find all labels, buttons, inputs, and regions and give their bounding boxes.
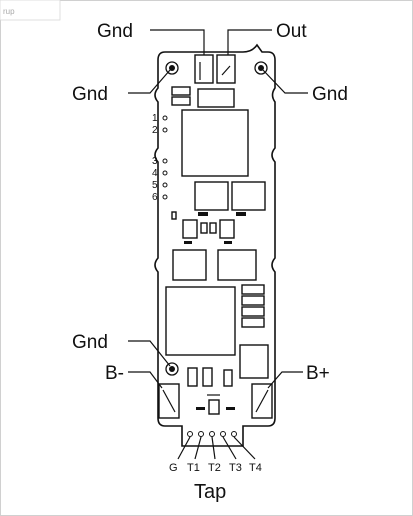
smd-resistor-2: [171, 96, 191, 106]
b-plus-pad-mark: [255, 389, 269, 413]
mount-hole-top-right-core: [258, 65, 264, 71]
tiny-part-2: [200, 222, 208, 234]
corner-tag: rup: [3, 7, 15, 16]
label-out: Out: [276, 21, 307, 42]
tap-connector: [177, 431, 256, 460]
leader-b-minus: [128, 371, 163, 389]
tap-leader-t2: [211, 436, 216, 460]
leader-gnd-bottom: [128, 340, 171, 367]
small-cap-4: [224, 241, 232, 244]
small-cap-3: [184, 241, 192, 244]
resistor-stack-2: [241, 295, 265, 306]
leader-b-plus: [267, 371, 303, 389]
tap-leader-g: [177, 436, 191, 460]
mount-hole-top-left-core: [169, 65, 175, 71]
cell-dot-4: [162, 170, 168, 176]
tap-pin-t4: [231, 431, 237, 437]
mosfet-low-right: [217, 249, 257, 281]
small-cap-2: [236, 212, 246, 216]
tap-pin-t1: [198, 431, 204, 437]
cell-number-1: 1: [152, 113, 158, 124]
board-outline: [154, 43, 276, 447]
protection-ic: [181, 109, 249, 177]
leader-gnd-top: [150, 29, 205, 55]
mosfet-mid-right: [231, 181, 266, 211]
out-pad-mark: [221, 65, 231, 76]
cell-dot-3: [162, 158, 168, 164]
diode-1: [187, 367, 198, 387]
label-tap: Tap: [194, 481, 226, 503]
mount-hole-bottom-core: [169, 366, 175, 372]
diode-3: [223, 369, 233, 387]
gnd-output-pad: [194, 54, 214, 84]
small-cap-6: [226, 407, 235, 410]
label-b-plus: B+: [306, 363, 330, 384]
leader-out: [227, 29, 272, 55]
out-output-pad: [216, 54, 236, 84]
small-cap-5: [196, 407, 205, 410]
sot-left: [182, 219, 198, 239]
b-minus-pad-mark: [162, 389, 176, 413]
tap-label-g: G: [169, 462, 178, 474]
cell-number-3: 3: [152, 156, 158, 167]
tap-leader-t4: [233, 436, 256, 460]
tap-label-t2: T2: [208, 462, 221, 474]
resistor-stack-1: [241, 284, 265, 295]
smd-resistor-1: [171, 86, 191, 96]
diode-2: [202, 367, 213, 387]
label-gnd-right: Gnd: [312, 84, 348, 105]
label-gnd-top: Gnd: [97, 21, 133, 42]
shunt-block: [239, 344, 269, 379]
tiny-part-4: [208, 399, 220, 415]
label-gnd-bottom: Gnd: [72, 332, 108, 353]
tap-pin-t3: [220, 431, 226, 437]
label-gnd-left: Gnd: [72, 84, 108, 105]
cell-number-2: 2: [152, 125, 158, 136]
cell-dot-6: [162, 194, 168, 200]
tap-pin-g: [187, 431, 193, 437]
tiny-part-3: [209, 222, 217, 234]
tap-pin-t2: [209, 431, 215, 437]
leader-gnd-left: [128, 69, 171, 94]
mosfet-top: [197, 88, 235, 108]
resistor-stack-3: [241, 306, 265, 317]
balance-ic: [165, 286, 236, 356]
resistor-stack-4: [241, 317, 265, 328]
label-b-minus: B-: [105, 363, 124, 384]
cell-number-4: 4: [152, 168, 158, 179]
tap-leader-t3: [222, 436, 237, 460]
cell-dot-2: [162, 127, 168, 133]
tiny-part-1: [171, 211, 177, 220]
mosfet-mid-left: [194, 181, 229, 211]
tap-leader-t1: [194, 436, 202, 460]
mosfet-low-left: [172, 249, 207, 281]
tap-label-t4: T4: [249, 462, 262, 474]
cell-number-6: 6: [152, 192, 158, 203]
sot-right: [219, 219, 235, 239]
cell-dot-5: [162, 182, 168, 188]
cell-number-5: 5: [152, 180, 158, 191]
corner-tag-box: [0, 0, 61, 21]
tap-label-t1: T1: [187, 462, 200, 474]
small-cap-1: [198, 212, 208, 216]
cell-dot-1: [162, 115, 168, 121]
tap-label-t3: T3: [229, 462, 242, 474]
leader-gnd-right: [262, 69, 308, 94]
